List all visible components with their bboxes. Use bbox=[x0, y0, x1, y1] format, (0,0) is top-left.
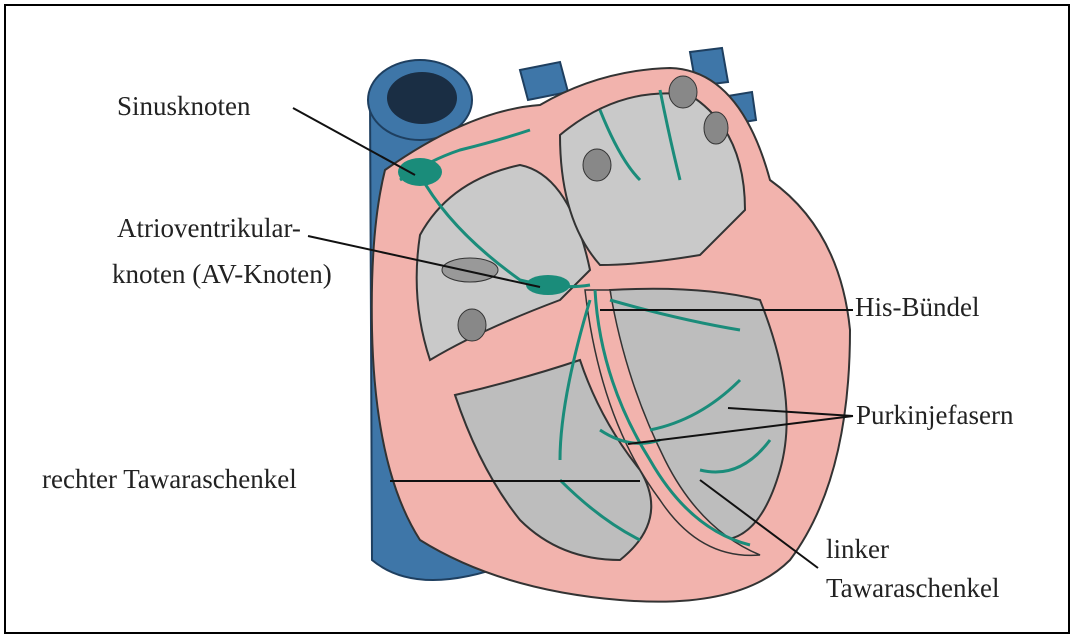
label-sinus-node: Sinusknoten bbox=[117, 90, 251, 122]
pulmonary-opening-3 bbox=[704, 112, 728, 144]
label-left-bundle-line1: linker bbox=[826, 533, 889, 565]
label-his-bundle: His-Bündel bbox=[855, 291, 980, 323]
av-valve-opening bbox=[442, 258, 498, 282]
label-av-node-line2: knoten (AV-Knoten) bbox=[112, 258, 332, 290]
label-av-node-line1: Atrioventrikular- bbox=[117, 212, 301, 244]
label-purkinje-fibers: Purkinjefasern bbox=[856, 399, 1013, 431]
label-left-bundle-line2: Tawaraschenkel bbox=[826, 572, 1000, 604]
label-right-bundle-branch: rechter Tawaraschenkel bbox=[42, 463, 297, 495]
pulmonary-opening-2 bbox=[669, 76, 697, 108]
vessel-opening bbox=[458, 309, 486, 341]
pulmonary-opening-1 bbox=[583, 149, 611, 181]
sinus-node-mark bbox=[398, 158, 442, 186]
